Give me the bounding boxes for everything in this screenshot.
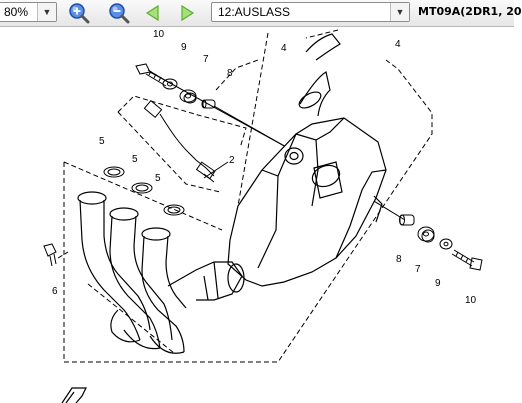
gasket-5-top [103,166,125,178]
callout-label: 10 [153,29,165,40]
callout-label: 5 [132,154,138,165]
next-button[interactable] [176,2,198,24]
callout-label: 9 [435,278,441,289]
zoom-value: 80% [4,5,29,19]
bolt-6 [43,243,57,267]
callout-label: 9 [181,42,187,53]
o2-sensor-2 [143,99,216,183]
section-value: 12:AUSLASS [218,5,291,19]
grommet-7-right [417,226,435,243]
callout-label: 5 [99,136,105,147]
section-select[interactable]: 12:AUSLASS ▼ [211,2,410,22]
magnifier-minus-icon [109,3,130,24]
collar-8-left [201,99,216,109]
assembly-outline [57,29,433,363]
arrow-left-icon [145,4,159,22]
callout-label: 6 [52,286,58,297]
callout-labels: 10 9 7 8 4 4 5 5 5 2 6 8 7 9 10 [52,29,477,306]
stamp-icon [61,387,87,403]
collar-8-right [399,214,415,226]
callout-label: 8 [396,254,402,265]
zoom-select[interactable]: 80% ▼ [0,2,57,22]
chevron-down-icon[interactable]: ▼ [37,3,56,21]
washer-9-left [162,78,178,90]
grommet-7-left [179,89,197,104]
bolt-10-right [451,249,483,271]
exhaust-pipes [77,191,245,354]
gasket-5-right [163,204,185,216]
exploded-parts-diagram: 10 9 7 8 4 4 5 5 5 2 6 8 7 9 10 [43,29,483,403]
zoom-in-button[interactable] [68,2,90,24]
callout-label: 4 [281,43,287,54]
washer-9-right [439,238,453,250]
muffler [227,33,387,287]
toolbar: 80% ▼ 12:AUSLASS ▼ MT09A(2DR1, 20 [0,0,522,27]
magnifier-plus-icon [69,3,90,24]
callout-label: 8 [227,68,233,79]
callout-label: 4 [395,39,401,50]
chevron-down-icon[interactable]: ▼ [390,3,409,21]
callout-label: 7 [203,54,209,65]
model-title: MT09A(2DR1, 20 [418,5,522,18]
callout-label: 7 [415,264,421,275]
previous-button[interactable] [142,2,164,24]
gasket-5-mid [131,182,153,194]
callout-label: 10 [465,295,477,306]
zoom-out-button[interactable] [108,2,130,24]
callout-label: 5 [155,173,161,184]
arrow-right-icon [181,4,195,22]
callout-label: 2 [229,155,235,166]
